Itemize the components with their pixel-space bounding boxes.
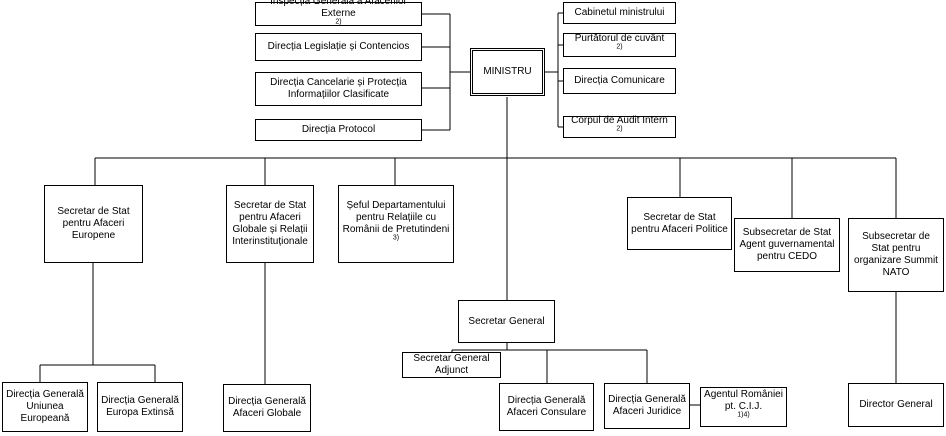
unit-audit-intern: Corpul de Audit Intern 2) [563, 115, 676, 138]
unit-inspectia-generala: Inspecția Generală a Afacerilor Externe … [255, 0, 422, 26]
dg-europa-extinsa: Direcția Generală Europa Extinsă [97, 382, 183, 432]
secretar-stat-afaceri-globale: Secretar de Stat pentru Afaceri Globale … [226, 185, 314, 263]
secretar-general-box: Secretar General [458, 300, 555, 343]
dg-uniunea-europeana: Direcția Generală Uniunea Europeană [2, 382, 88, 432]
sef-departament-romani-pretutindeni: Șeful Departamentului pentru Relațiile c… [338, 185, 454, 263]
director-general-nato: Director General [848, 383, 944, 427]
unit-directia-comunicare: Direcția Comunicare [563, 68, 676, 94]
secretar-general-adjunct: Secretar General Adjunct [402, 352, 501, 378]
subsecretar-stat-cedo: Subsecretar de Stat Agent guvernamental … [734, 218, 840, 272]
minister-box: MINISTRU [470, 48, 545, 96]
secretar-stat-afaceri-europene: Secretar de Stat pentru Afaceri Europene [44, 185, 143, 263]
minister-label: MINISTRU [483, 66, 532, 77]
secretar-stat-afaceri-politice: Secretar de Stat pentru Afaceri Politice [627, 197, 732, 250]
dg-afaceri-consulare: Direcția Generală Afaceri Consulare [499, 383, 594, 431]
agentul-romaniei-cij: Agentul României pt. C.I.J. 1)4) [700, 387, 787, 427]
unit-cancelarie-protectia: Direcția Cancelarie și Protecția Informa… [255, 72, 422, 106]
dg-afaceri-globale: Direcția Generală Afaceri Globale [223, 384, 311, 432]
unit-legislatie-contencios: Direcția Legislație și Contencios [255, 33, 422, 61]
subsecretar-stat-summit-nato: Subsecretar de Stat pentru organizare Su… [848, 218, 944, 292]
unit-protocol: Direcția Protocol [255, 119, 422, 141]
dg-afaceri-juridice: Direcția Generală Afaceri Juridice [604, 383, 690, 429]
unit-cabinetul-ministrului: Cabinetul ministrului [563, 2, 676, 24]
unit-purtatorul-de-cuvant: Purtătorul de cuvânt 2) [563, 33, 676, 57]
